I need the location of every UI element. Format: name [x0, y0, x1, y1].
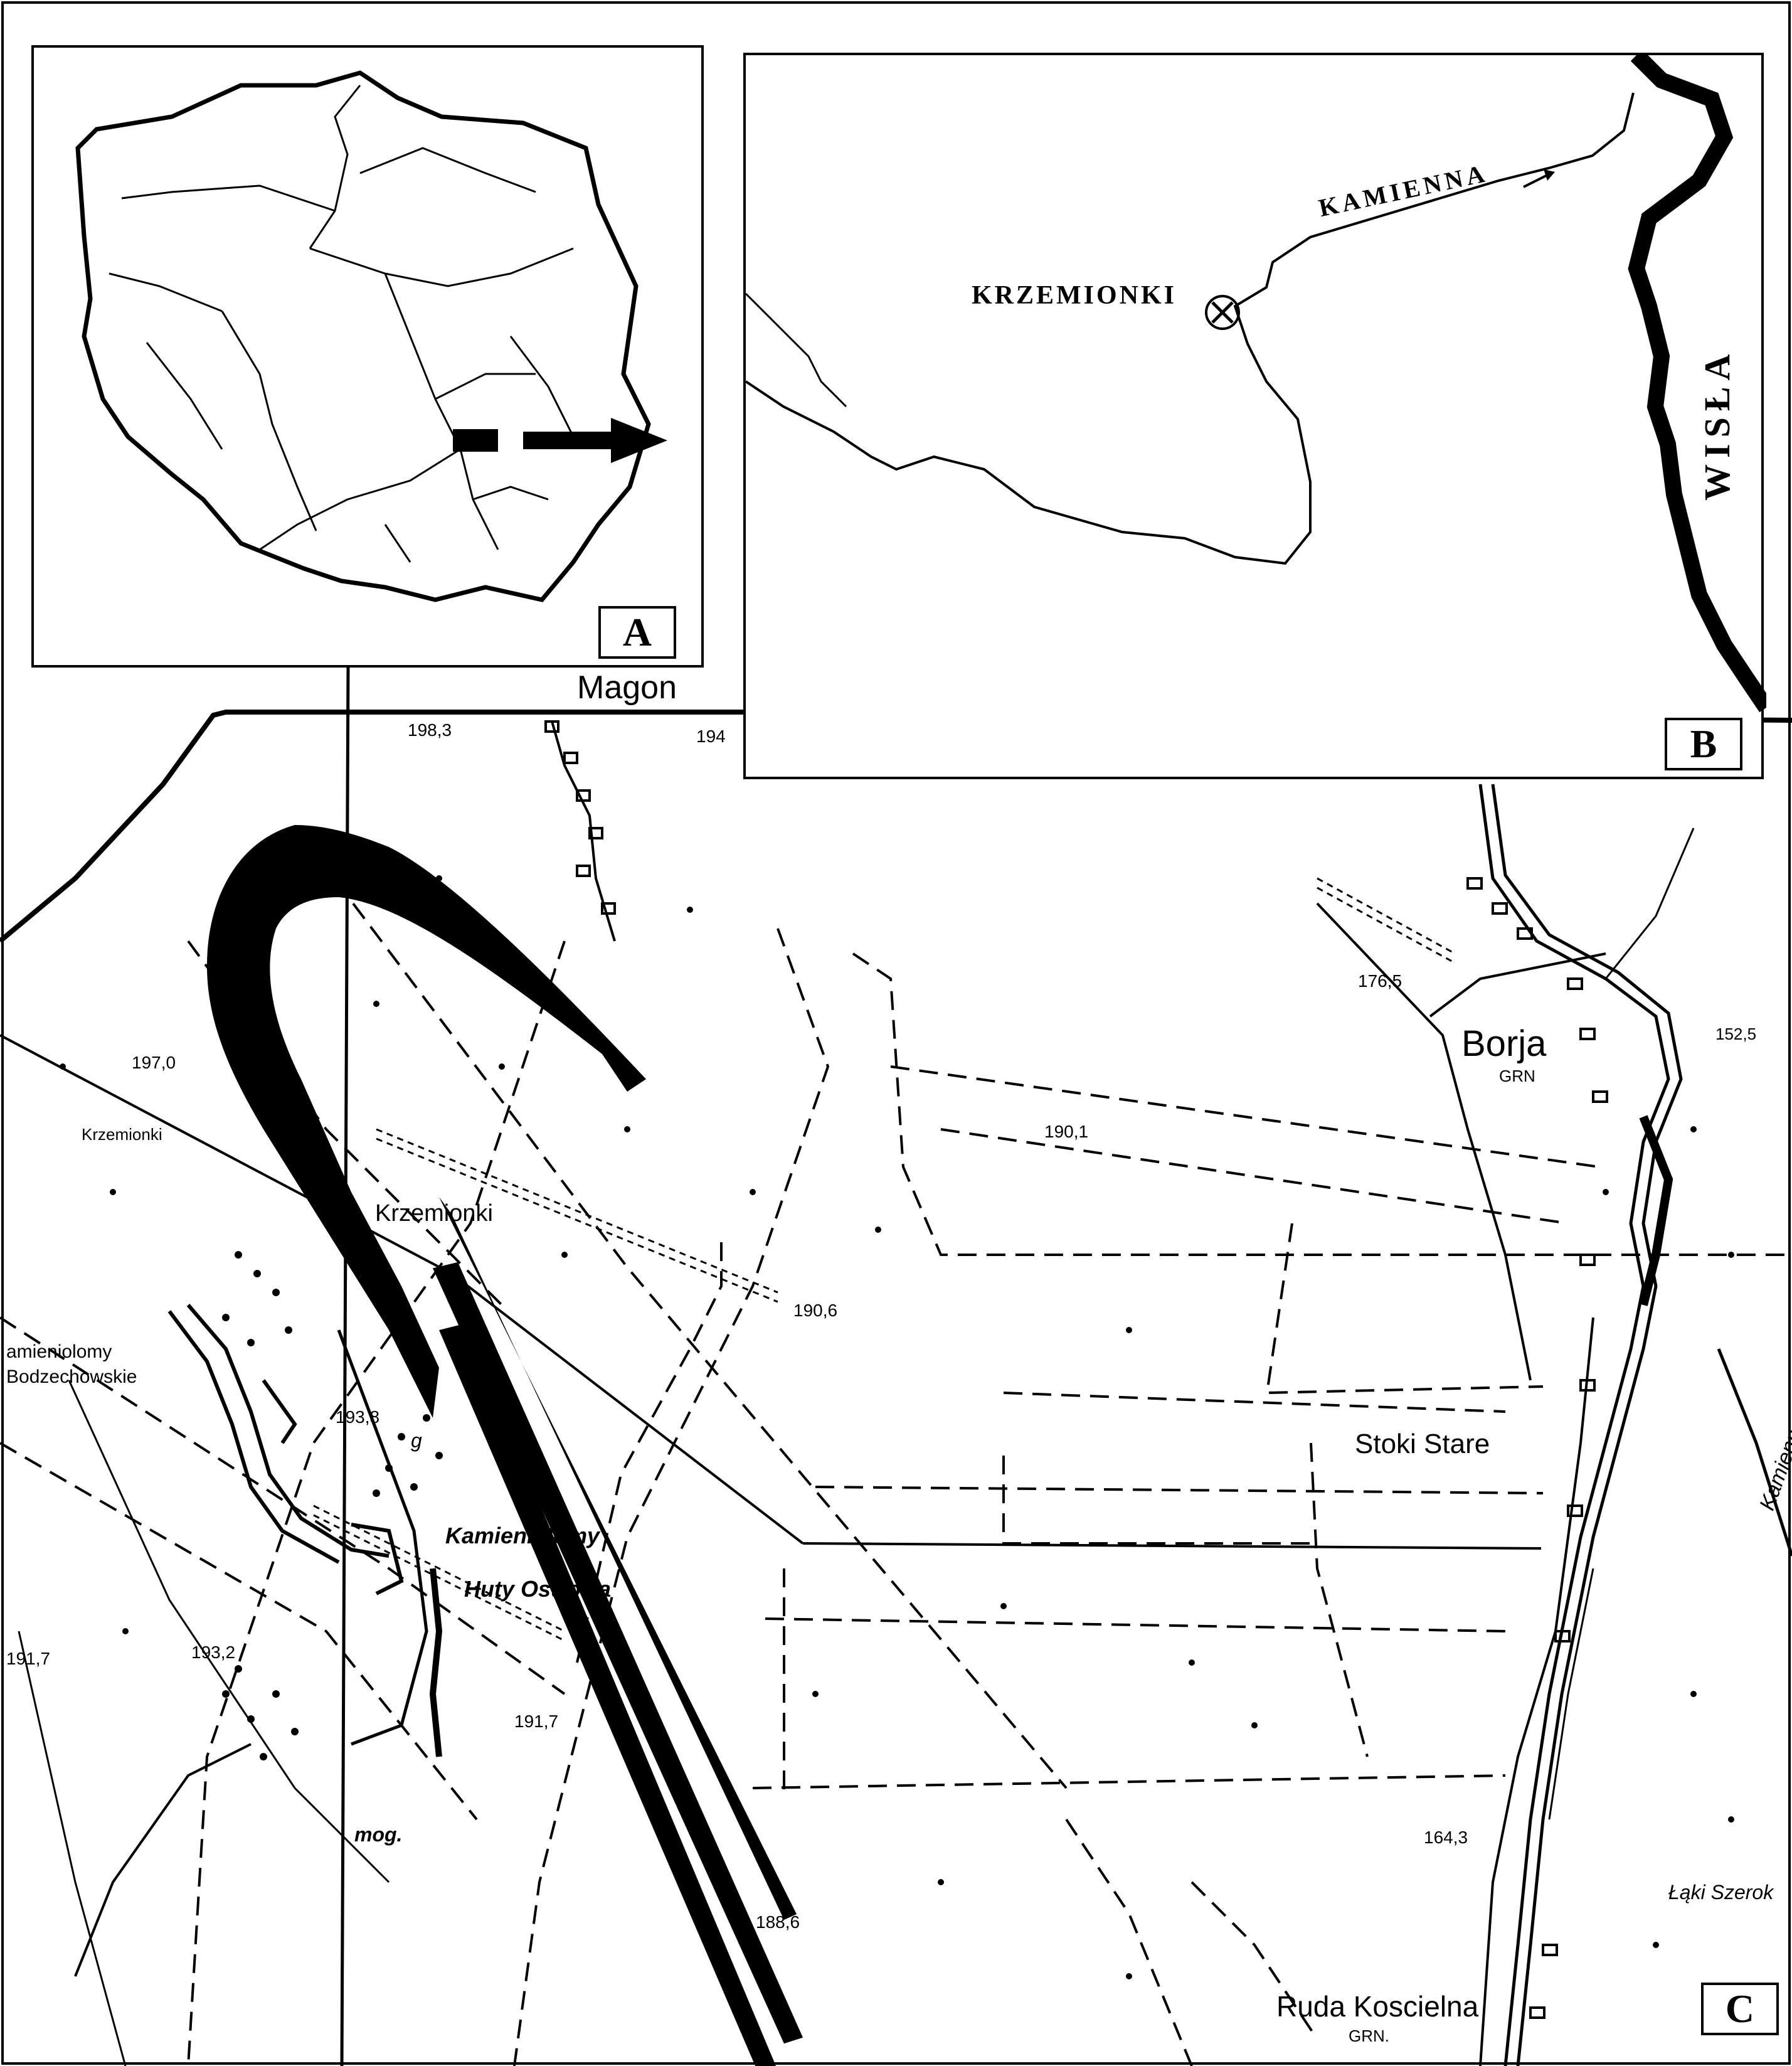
panel-label-a: A — [598, 606, 676, 659]
site-label-krzemionki: KRZEMIONKI — [972, 281, 1177, 310]
elevation-label: 164,3 — [1424, 1828, 1468, 1847]
panel-label-b: B — [1665, 718, 1742, 770]
elevation-label: 198,3 — [408, 720, 452, 740]
place-label-laki-szerok: Łąki Szerok — [1668, 1881, 1774, 1904]
elevation-label: 191,7 — [514, 1712, 559, 1731]
elevation-label: 194 — [696, 727, 726, 746]
elevation-label: 188,6 — [756, 1912, 800, 1932]
place-label-huty-ostrowa: Huty Ostrowa — [464, 1576, 612, 1602]
place-label-ruda-grn: GRN. — [1349, 2026, 1389, 2045]
place-label-ruda-koscielna: Ruda Koscielna — [1276, 1990, 1479, 2023]
elevation-label: 176,5 — [1358, 971, 1402, 991]
place-label-magon: Magon — [577, 669, 677, 706]
inset-panel-b: KRZEMIONKI KAMIENNA WISŁA B — [743, 53, 1766, 779]
panel-label-c: C — [1701, 1983, 1779, 2035]
place-label-kamieniolomy: amieniolomy — [6, 1341, 112, 1362]
place-label-stoki-stare: Stoki Stare — [1355, 1429, 1490, 1459]
elevation-label: 190,6 — [793, 1301, 838, 1320]
elevation-label: 190,1 — [1044, 1122, 1089, 1141]
place-label-bodzechowskie: Bodzechowskie — [6, 1366, 137, 1387]
elevation-label: 191,7 — [6, 1649, 51, 1668]
river-label-wisla: WISŁA — [1697, 348, 1737, 501]
map-mark-g: g — [411, 1429, 422, 1452]
elevation-label: 197,0 — [132, 1053, 176, 1072]
elevation-label: 152,5 — [1715, 1025, 1757, 1043]
place-label-kamieniolomy-ostrowa: Kamieniolomy — [445, 1523, 600, 1548]
inset-panel-a: A — [31, 45, 704, 668]
place-label-krzemionki-small: Krzemionki — [82, 1125, 162, 1144]
place-label-borja: Borja — [1461, 1023, 1547, 1064]
elevation-label: 193,8 — [336, 1407, 380, 1427]
elevation-label: 193,2 — [191, 1643, 236, 1662]
poland-outline-map — [75, 70, 667, 602]
region-detail-map — [746, 55, 1766, 713]
place-label-krzemionki: Krzemionki — [375, 1200, 493, 1227]
place-label-borja-grn: GRN — [1499, 1067, 1535, 1085]
map-mark-mog: mog. — [354, 1823, 403, 1846]
